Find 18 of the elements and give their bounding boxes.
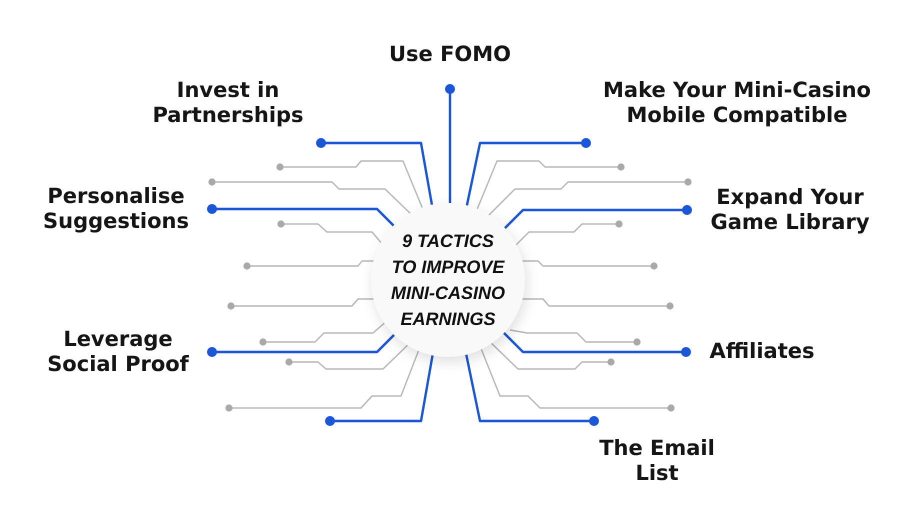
connector — [466, 138, 591, 206]
connector — [316, 138, 434, 205]
connector — [504, 205, 692, 229]
connector — [465, 354, 599, 426]
connector — [207, 334, 395, 357]
hub-title: 9 TACTICS TO IMPROVE MINI-CASINO EARNINGS — [390, 230, 506, 331]
connector — [503, 332, 691, 357]
tactic-label: Make Your Mini-Casino Mobile Compatible — [602, 78, 872, 128]
tactic-label: Leverage Social Proof — [46, 327, 190, 377]
connector — [325, 355, 434, 426]
tactic-label: Use FOMO — [388, 42, 512, 67]
tactic-label: Personalise Suggestions — [42, 184, 190, 234]
tactic-label: The Email List — [598, 436, 716, 486]
tactic-label: Expand Your Game Library — [709, 185, 871, 235]
connector — [445, 84, 455, 203]
connector — [207, 204, 394, 226]
tactic-label: Affiliates — [708, 339, 816, 364]
tactic-label: Invest in Partnerships — [151, 78, 305, 128]
